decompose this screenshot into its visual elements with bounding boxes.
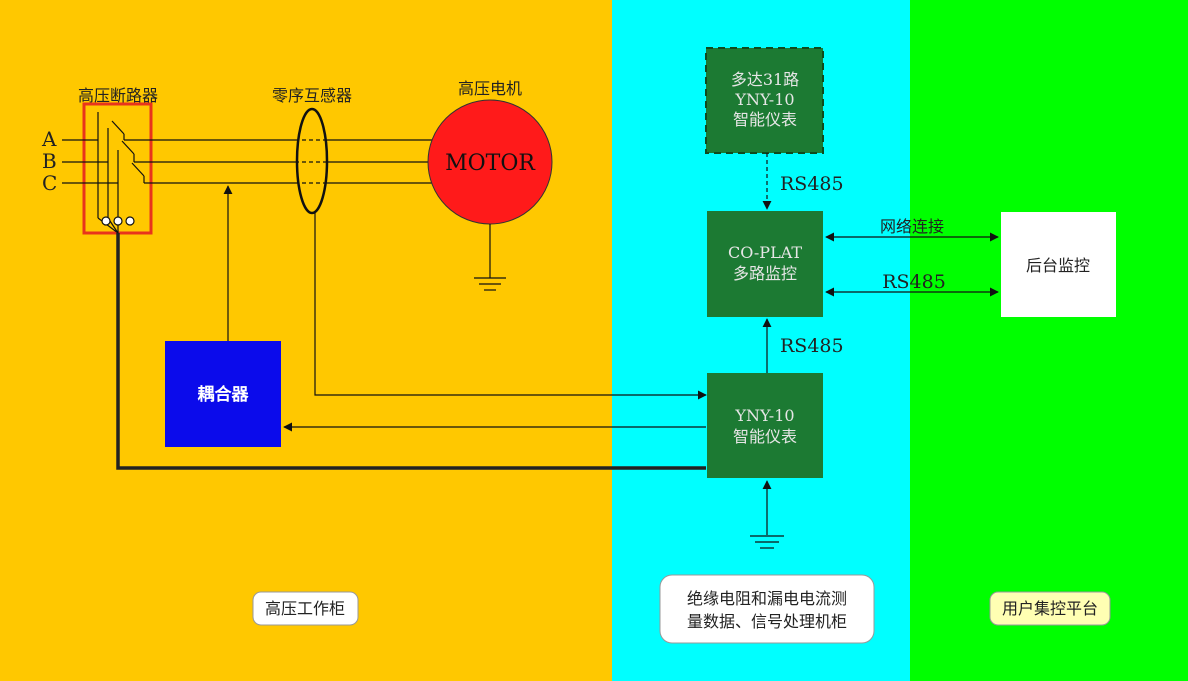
ct-label: 零序互感器 [272,86,352,105]
breaker-label: 高压断路器 [78,86,158,105]
zone-right-label: 用户集控平台 [1002,599,1098,618]
zone-mid-label-box [659,574,875,644]
zone-left-label: 高压工作柜 [265,599,345,618]
yny10-line2: 智能仪表 [733,427,797,446]
phase-c-label: C [42,171,57,195]
phase-input-lines [62,112,145,234]
coplat-box [707,211,823,317]
coupler-box [165,341,281,447]
motor-ground-icon [474,224,506,291]
motor-title: 高压电机 [458,79,522,98]
coplat-line2: 多路监控 [733,264,797,283]
multi-meter-box [705,47,824,154]
zone-user-platform [910,0,1188,681]
zone-right-label-box [989,591,1111,626]
phase-lines-through-ct [295,139,326,184]
ct-signal-line [314,213,707,400]
phase-b-label: B [42,149,57,173]
network-label: 网络连接 [880,217,944,236]
multi-meter-line3: 智能仪表 [733,110,797,129]
yny10-line1: YNY-10 [734,406,794,425]
phase-lines-to-motor [124,139,432,184]
phase-a-label: A [41,127,57,151]
breaker-feedback-line [116,233,706,470]
coplat-line1: CO-PLAT [728,243,802,262]
zero-sequence-ct [295,107,329,215]
backend-box [1001,212,1116,317]
motor-text: MOTOR [445,151,536,176]
multi-meter-line1: 多达31路 [731,70,799,89]
coupler-label: 耦合器 [198,384,250,405]
breaker-terminals [101,216,135,226]
zone-mid-label-line2: 量数据、信号处理机柜 [687,612,847,631]
multi-meter-line2: YNY-10 [734,90,794,109]
yny10-box [707,373,823,478]
zone-left-label-box [252,591,359,626]
rs485-mid-label: RS485 [780,335,844,357]
rs485-top-label: RS485 [780,173,844,195]
zone-mid-label-line1: 绝缘电阻和漏电电流测 [687,589,847,608]
backend-label: 后台监控 [1026,256,1090,275]
meter-ground-icon [750,535,784,549]
rs485-right-label: RS485 [882,271,946,293]
